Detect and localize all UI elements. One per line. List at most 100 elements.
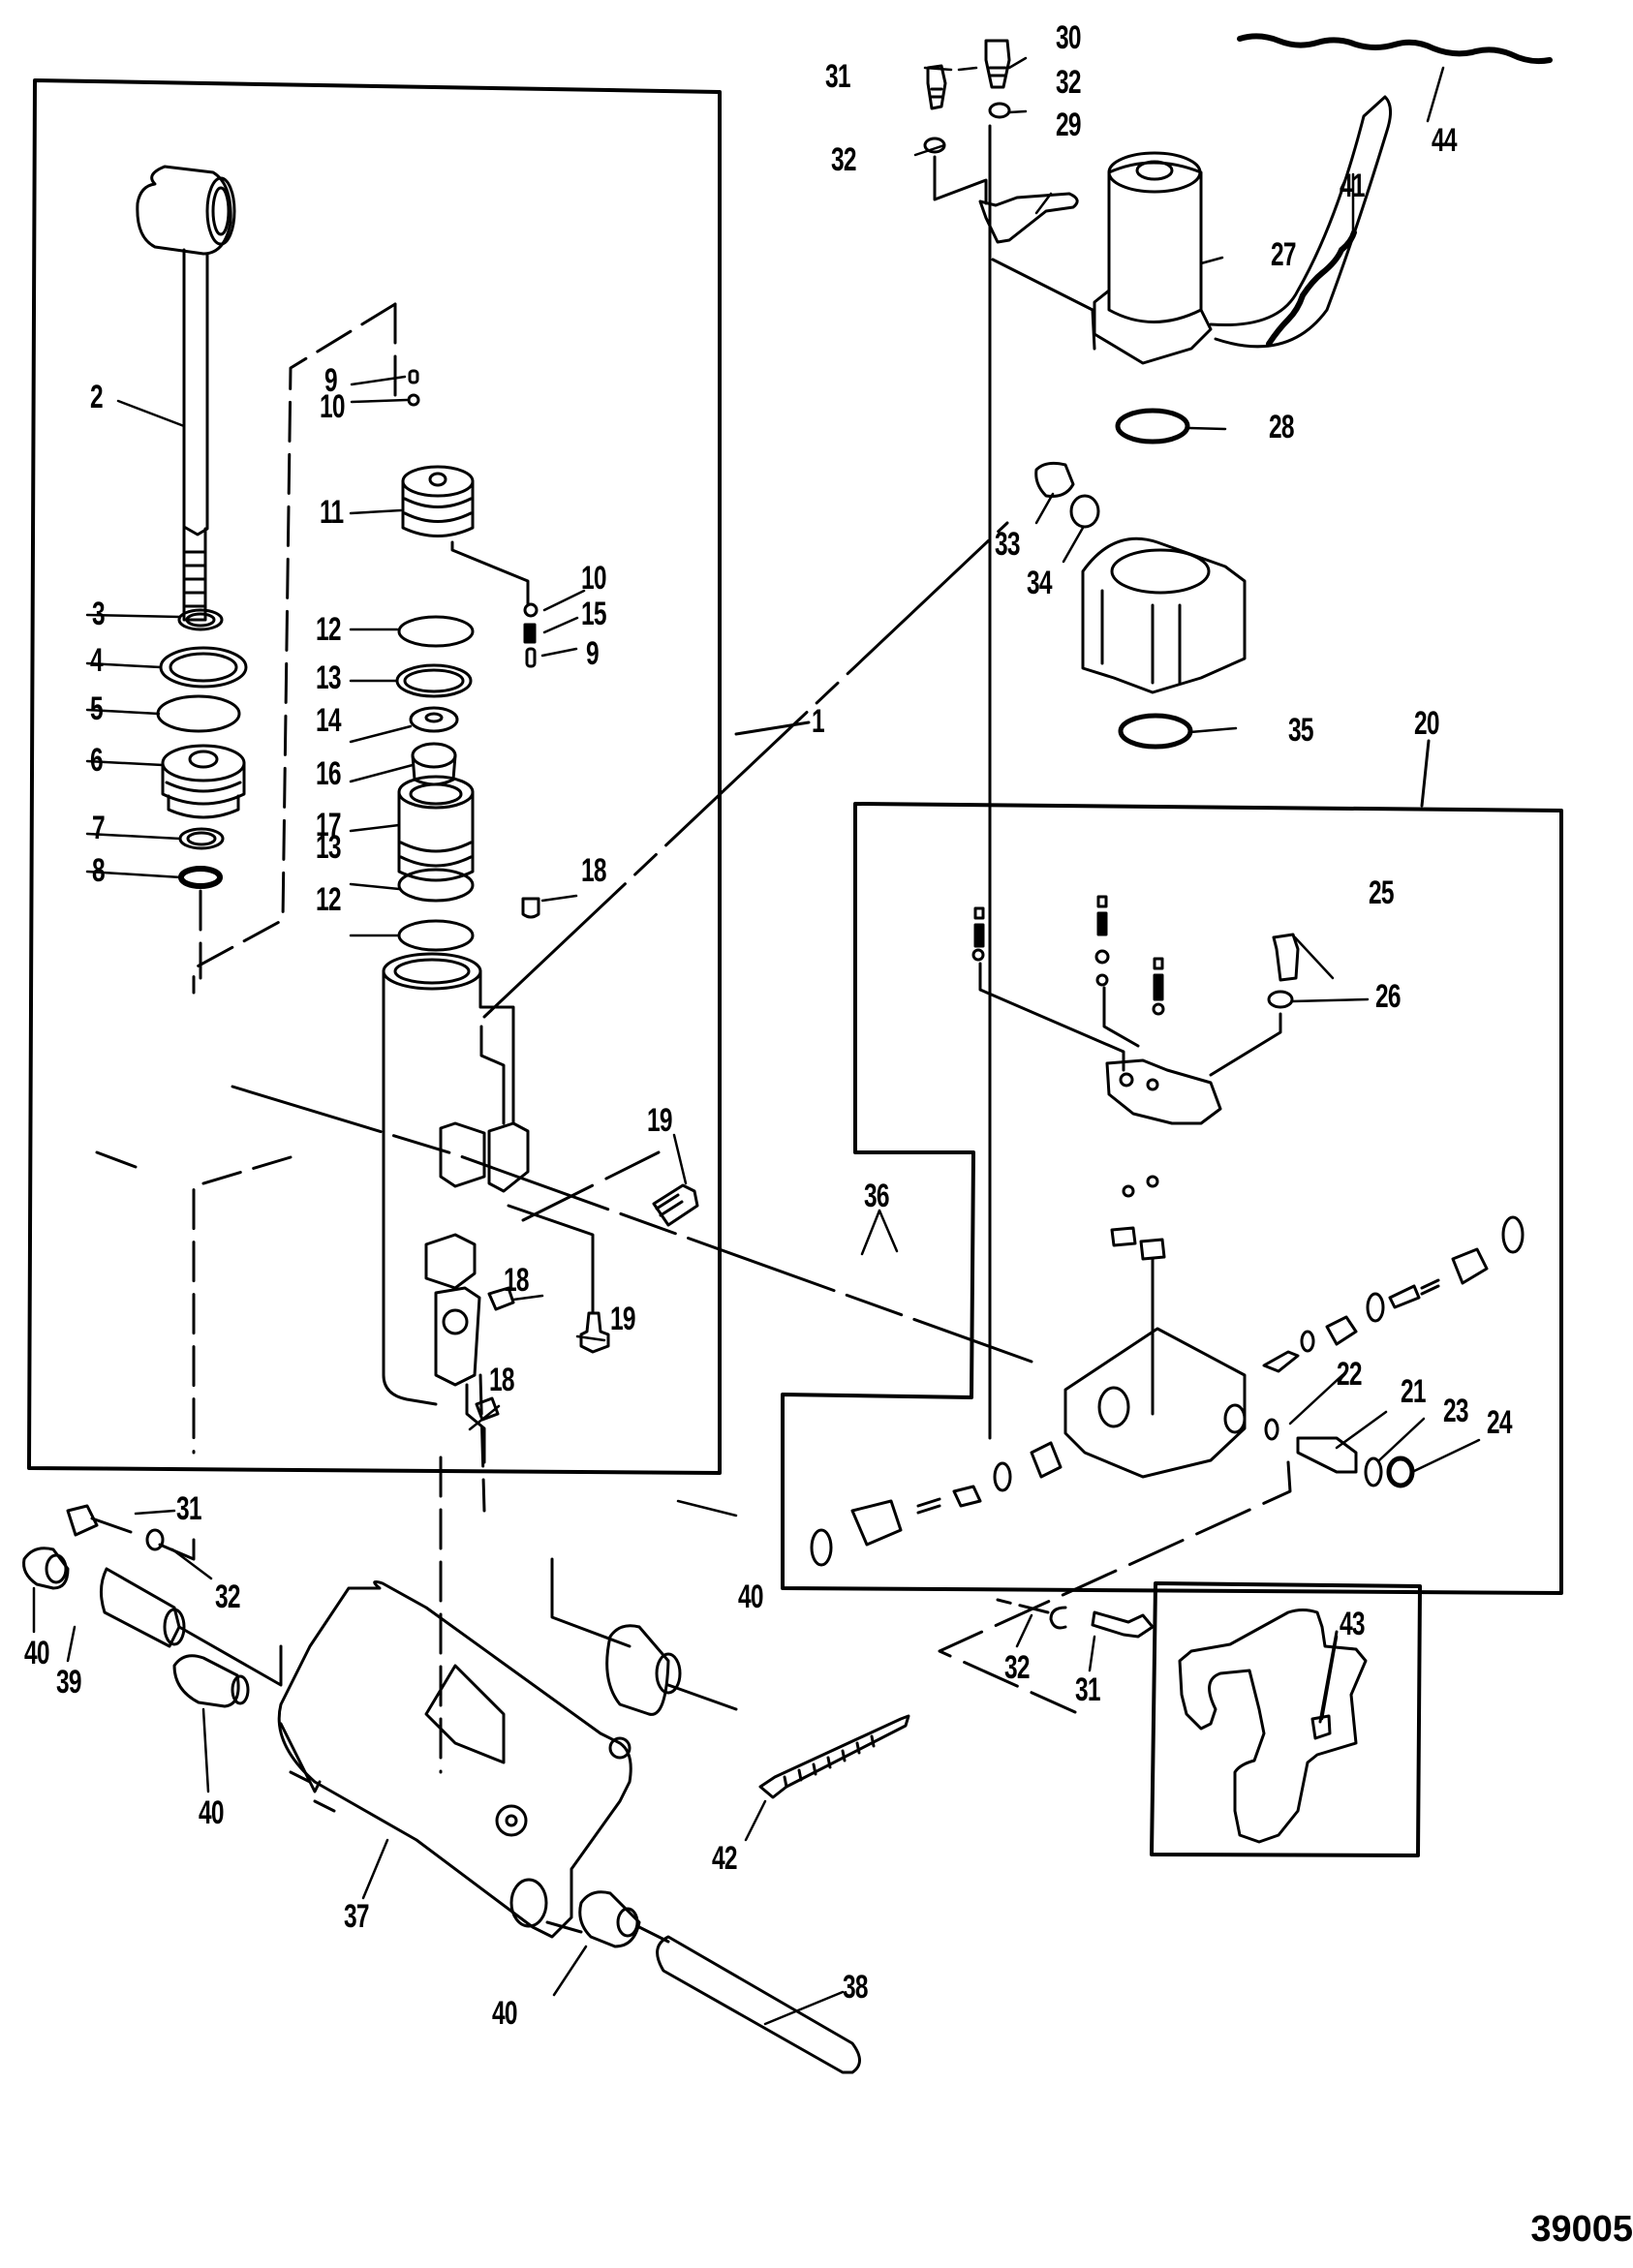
leader-20 xyxy=(1422,741,1429,806)
part-15-spring xyxy=(525,625,535,642)
part-32c-washer xyxy=(147,1530,163,1549)
part-30-bolt xyxy=(986,41,1009,87)
pilot-valve xyxy=(1107,1060,1220,1123)
callout-11: 11 xyxy=(320,494,344,531)
callout-13-bottom: 13 xyxy=(316,829,342,866)
part-10b-ball xyxy=(525,604,537,616)
callout-32-lower-left: 32 xyxy=(215,1578,241,1615)
part-31c-screw xyxy=(1093,1612,1153,1637)
motor-group xyxy=(925,36,1550,1438)
callout-29: 29 xyxy=(1056,107,1082,143)
callout-21: 21 xyxy=(1401,1373,1427,1410)
part-26-washer xyxy=(1269,992,1292,1007)
callout-41: 41 xyxy=(1340,168,1366,204)
part-41-wire xyxy=(1269,232,1354,344)
callout-32-lower-right: 32 xyxy=(1004,1649,1031,1686)
callout-8: 8 xyxy=(92,852,106,889)
part-18a-plug xyxy=(523,899,539,917)
leader-lines xyxy=(34,58,1479,2024)
callout-9-right: 9 xyxy=(586,635,600,672)
part-32d-washer xyxy=(1051,1608,1065,1628)
part-3-washer xyxy=(179,610,222,629)
part-6-end-cap xyxy=(163,746,244,817)
part-24-nut xyxy=(1389,1458,1412,1486)
part-40c-bushing xyxy=(607,1626,680,1715)
seal-stack-center xyxy=(397,371,539,950)
callout-12-bottom: 12 xyxy=(316,881,342,918)
assembly-20-boundary xyxy=(783,804,1561,1593)
part-35-oring xyxy=(1121,716,1190,747)
callout-10-right: 10 xyxy=(581,560,607,597)
part-31b-bolt xyxy=(68,1506,97,1535)
part-11-piston xyxy=(403,467,473,536)
callout-40-left: 40 xyxy=(199,1794,225,1831)
part-40b-bushing xyxy=(174,1656,248,1706)
callout-28: 28 xyxy=(1269,409,1295,445)
part-40a-bushing xyxy=(24,1548,68,1588)
valve-manifold xyxy=(1065,1329,1245,1477)
part-10-ball xyxy=(409,395,418,405)
part-8-oring xyxy=(181,869,220,886)
callout-33: 33 xyxy=(995,526,1021,563)
callout-12-top: 12 xyxy=(316,611,342,648)
callout-10-top: 10 xyxy=(320,388,346,425)
part-21-valve xyxy=(1298,1438,1356,1472)
callout-1: 1 xyxy=(812,703,825,740)
reservoir xyxy=(1083,538,1245,692)
callout-20: 20 xyxy=(1414,705,1440,742)
callout-24: 24 xyxy=(1487,1404,1513,1441)
callout-30: 30 xyxy=(1056,19,1082,56)
part-33-plug xyxy=(1036,463,1073,496)
callout-5: 5 xyxy=(90,690,104,727)
part-31a-bolt xyxy=(928,66,945,108)
callout-19-top: 19 xyxy=(647,1102,673,1139)
callout-13-top: 13 xyxy=(316,659,342,696)
callout-19-mid: 19 xyxy=(610,1301,636,1337)
callout-22: 22 xyxy=(1337,1356,1363,1393)
figure-number: 39005 xyxy=(1530,2209,1633,2250)
piston-rod xyxy=(138,167,234,620)
bolts-18-19 xyxy=(477,1185,697,1420)
callout-7: 7 xyxy=(92,810,106,846)
part-14-washer xyxy=(411,708,457,731)
part-18c-plug xyxy=(477,1398,498,1420)
cylinder-internals-dashed-outline xyxy=(194,304,395,993)
part-34-oring xyxy=(1071,496,1098,527)
callout-9-top: 9 xyxy=(324,362,338,399)
part-9b-pin xyxy=(527,649,535,666)
callout-34: 34 xyxy=(1027,565,1053,601)
callout-37: 37 xyxy=(344,1898,370,1935)
part-40d-bushing xyxy=(580,1892,639,1946)
part-18b-plug xyxy=(489,1288,513,1309)
callout-2: 2 xyxy=(90,379,104,415)
callout-36: 36 xyxy=(864,1178,890,1214)
callout-44: 44 xyxy=(1432,122,1458,159)
callout-15: 15 xyxy=(581,596,607,632)
part-23-oring xyxy=(1366,1458,1381,1486)
callout-25: 25 xyxy=(1369,874,1395,911)
callout-31-top: 31 xyxy=(825,58,851,95)
seal-stack-left xyxy=(158,610,246,978)
part-17-cylinder-head xyxy=(399,777,473,880)
callout-16: 16 xyxy=(316,755,342,792)
part-25-screw xyxy=(1274,935,1298,980)
part-5-oring xyxy=(158,696,239,731)
callout-31-lower-left: 31 xyxy=(176,1490,202,1527)
callout-26: 26 xyxy=(1375,978,1402,1015)
callout-3: 3 xyxy=(92,596,106,632)
inset-decal-view xyxy=(1152,1583,1420,1855)
callout-42: 42 xyxy=(712,1840,738,1877)
valve-internals xyxy=(812,897,1523,1712)
part-19a-bolt xyxy=(654,1185,697,1225)
callout-40-far-left: 40 xyxy=(24,1635,50,1671)
part-28-oring xyxy=(1118,411,1187,442)
part-42-cable-tie xyxy=(760,1716,909,1797)
leader-1 xyxy=(736,722,809,734)
callout-31-lower-right: 31 xyxy=(1075,1671,1101,1708)
cylinder-body xyxy=(384,954,528,1511)
part-38-tilt-tube xyxy=(658,1937,860,2072)
part-12b-oring xyxy=(399,921,473,950)
callout-17: 17 xyxy=(316,807,342,843)
callout-18-mid: 18 xyxy=(504,1262,530,1299)
callout-40-bottom: 40 xyxy=(492,1995,518,2032)
